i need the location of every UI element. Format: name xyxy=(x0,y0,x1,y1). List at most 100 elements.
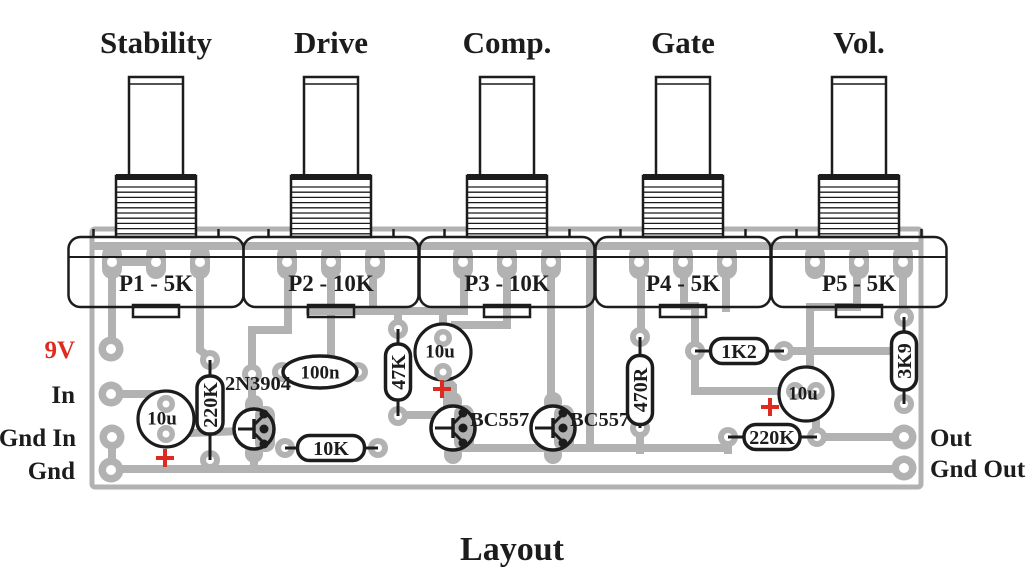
capacitor-value-label: 10u xyxy=(425,342,455,363)
port-label-in: In xyxy=(51,382,75,409)
pad-hole xyxy=(502,257,512,267)
knob-p4 xyxy=(641,75,725,239)
resistor-value-label: 220K xyxy=(200,382,222,428)
lead-dot xyxy=(458,423,468,433)
pot-locating-tab xyxy=(131,303,181,319)
capacitor-value-label: 10u xyxy=(147,409,177,430)
polarity-plus-mark xyxy=(156,449,174,467)
knob-p1 xyxy=(114,75,198,239)
port-label-9v: 9V xyxy=(44,337,75,364)
resistor-470r xyxy=(625,337,655,428)
transistor-part-label: BC557 xyxy=(470,409,529,431)
port-label-gnd: Gnd xyxy=(28,458,75,485)
pad-hole xyxy=(439,368,447,376)
pad-hole xyxy=(107,432,117,442)
bushing-collar xyxy=(467,174,547,180)
knob-shaft xyxy=(654,75,712,178)
pad-hole xyxy=(854,257,864,267)
knob-p3 xyxy=(465,75,549,239)
pot-p2 xyxy=(242,229,420,319)
resistor-value-label: 3K9 xyxy=(894,343,916,379)
copper-trace xyxy=(196,270,216,364)
knob-p5 xyxy=(817,75,901,239)
knob-bushing xyxy=(114,174,198,239)
resistor-body xyxy=(889,330,919,392)
knob-function-label: Stability xyxy=(100,25,212,60)
transistor-outline xyxy=(529,404,577,452)
resistor-value-label: 10K xyxy=(313,438,349,460)
pot-value-label: P4 - 5K xyxy=(646,271,720,296)
pot-value-label: P1 - 5K xyxy=(119,271,193,296)
pad-hole xyxy=(195,257,205,267)
polarity-plus-mark xyxy=(761,398,779,416)
resistor-47k xyxy=(383,329,413,416)
transistor-bc557 xyxy=(429,392,477,464)
pad-hole xyxy=(634,257,644,267)
knob-function-label: Comp. xyxy=(463,25,552,60)
lead-dot xyxy=(558,408,568,418)
resistor-220k xyxy=(728,422,817,452)
knob-shaft xyxy=(478,75,536,178)
bushing-collar xyxy=(643,174,723,180)
transistor-part-label: BC557 xyxy=(570,409,629,431)
pot-p5 xyxy=(770,229,948,319)
knob-p2 xyxy=(289,75,373,239)
electrolytic-capacitor-10u xyxy=(136,389,196,449)
resistor-1k2 xyxy=(695,336,784,366)
transistor-outline xyxy=(232,407,276,451)
port-label-out: Out xyxy=(930,425,972,452)
electrolytic-body xyxy=(136,389,196,449)
knob-bushing xyxy=(817,174,901,239)
lead-dot xyxy=(458,408,468,418)
pad-hole xyxy=(899,463,909,473)
copper-trace xyxy=(451,270,511,329)
pad-hole xyxy=(898,257,908,267)
pad-hole xyxy=(106,344,116,354)
lead-dot xyxy=(259,439,269,449)
transistor-outline xyxy=(429,404,477,452)
film-capacitor-body xyxy=(281,354,359,390)
capacitor-value-label: 100n xyxy=(300,363,340,384)
bushing-collar xyxy=(291,174,371,180)
pad-hole xyxy=(439,334,447,342)
pad-hole xyxy=(370,257,380,267)
resistor-body xyxy=(625,353,655,427)
capacitor-value-label: 10u xyxy=(788,384,818,405)
pot-locating-tab xyxy=(658,303,708,319)
pad-hole xyxy=(899,432,909,442)
page-title: Layout xyxy=(460,531,565,568)
knob-function-label: Gate xyxy=(651,25,715,60)
bushing-collar xyxy=(819,174,899,180)
resistor-value-label: 47K xyxy=(388,354,410,390)
pad-hole xyxy=(162,430,170,438)
resistor-10k xyxy=(285,433,378,463)
pot-value-label: P3 - 10K xyxy=(464,271,550,296)
resistor-body xyxy=(383,342,413,402)
electrolytic-capacitor-10u xyxy=(777,365,835,423)
copper-trace xyxy=(691,348,797,395)
pot-locating-tab xyxy=(306,303,356,319)
pot-locating-tab xyxy=(482,303,532,319)
resistor-3k9 xyxy=(889,317,919,404)
pad-hole xyxy=(162,400,170,408)
pad-hole xyxy=(812,387,820,395)
polarity-plus-mark xyxy=(433,380,451,398)
pad-hole xyxy=(151,257,161,267)
electrolytic-body xyxy=(777,365,835,423)
resistor-body xyxy=(742,422,802,452)
lead-dot xyxy=(558,423,568,433)
knob-shaft xyxy=(830,75,888,178)
pad-hole xyxy=(106,389,116,399)
pad-hole xyxy=(458,257,468,267)
port-label-gnd-out: Gnd Out xyxy=(930,456,1026,483)
knob-shaft xyxy=(127,75,185,178)
pad-hole xyxy=(106,465,116,475)
pot-body xyxy=(770,235,948,309)
resistor-value-label: 220K xyxy=(749,427,795,449)
port-label-gnd-in: Gnd In xyxy=(0,425,76,452)
pad-hole xyxy=(722,257,732,267)
pad-hole xyxy=(282,257,292,267)
knob-function-label: Vol. xyxy=(833,25,884,60)
